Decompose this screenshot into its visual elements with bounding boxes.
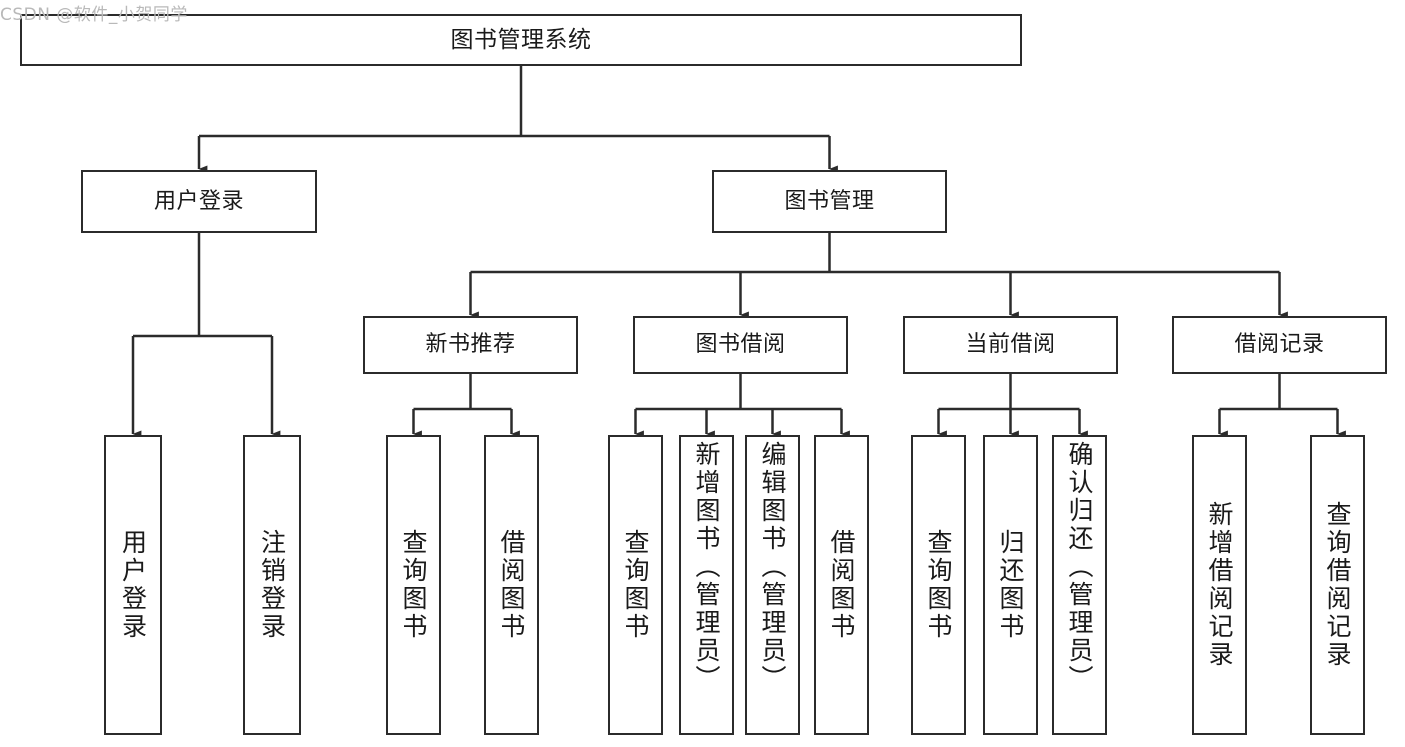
node-login[interactable]: 用户登录 — [81, 170, 317, 233]
node-label-records: 借阅记录 — [1234, 332, 1325, 358]
node-newbook[interactable]: 新书推荐 — [363, 316, 578, 374]
node-root[interactable]: 图书管理系统 — [20, 14, 1022, 66]
node-label-l1: 用户登录 — [118, 529, 148, 641]
edge-group — [131, 66, 1346, 438]
node-l13[interactable]: 查询借阅记录 — [1310, 435, 1365, 735]
node-label-l5: 查询图书 — [621, 529, 650, 641]
node-label-current: 当前借阅 — [965, 332, 1056, 358]
node-l2[interactable]: 注销登录 — [243, 435, 301, 735]
node-label-bookmgmt: 图书管理 — [784, 188, 875, 214]
node-current[interactable]: 当前借阅 — [903, 316, 1118, 374]
node-label-l12: 新增借阅记录 — [1205, 501, 1234, 669]
node-label-l13: 查询借阅记录 — [1323, 501, 1352, 669]
node-label-l9: 查询图书 — [924, 529, 953, 641]
node-records[interactable]: 借阅记录 — [1172, 316, 1387, 374]
node-bookmgmt[interactable]: 图书管理 — [712, 170, 947, 233]
node-l3[interactable]: 查询图书 — [386, 435, 441, 735]
node-label-l2: 注销登录 — [257, 529, 287, 641]
node-l6[interactable]: 新增图书（管理员） — [679, 435, 734, 735]
node-label-l7: 编辑图书（管理员） — [758, 441, 787, 693]
node-label-l6: 新增图书（管理员） — [692, 441, 721, 693]
node-l7[interactable]: 编辑图书（管理员） — [745, 435, 800, 735]
node-label-l11: 确认归还（管理员） — [1065, 441, 1094, 693]
node-l12[interactable]: 新增借阅记录 — [1192, 435, 1247, 735]
node-label-root: 图书管理系统 — [450, 26, 592, 53]
node-l1[interactable]: 用户登录 — [104, 435, 162, 735]
node-l11[interactable]: 确认归还（管理员） — [1052, 435, 1107, 735]
node-l9[interactable]: 查询图书 — [911, 435, 966, 735]
node-label-l8: 借阅图书 — [827, 529, 856, 641]
node-l5[interactable]: 查询图书 — [608, 435, 663, 735]
node-l8[interactable]: 借阅图书 — [814, 435, 869, 735]
node-label-login: 用户登录 — [153, 188, 244, 214]
node-label-l3: 查询图书 — [399, 529, 428, 641]
node-label-borrow: 图书借阅 — [695, 332, 786, 358]
node-label-l4: 借阅图书 — [497, 529, 526, 641]
node-l10[interactable]: 归还图书 — [983, 435, 1038, 735]
watermark-label: CSDN @软件_小贺同学 — [0, 5, 188, 25]
node-label-newbook: 新书推荐 — [425, 332, 516, 358]
node-borrow[interactable]: 图书借阅 — [633, 316, 848, 374]
node-label-l10: 归还图书 — [996, 529, 1025, 641]
node-l4[interactable]: 借阅图书 — [484, 435, 539, 735]
